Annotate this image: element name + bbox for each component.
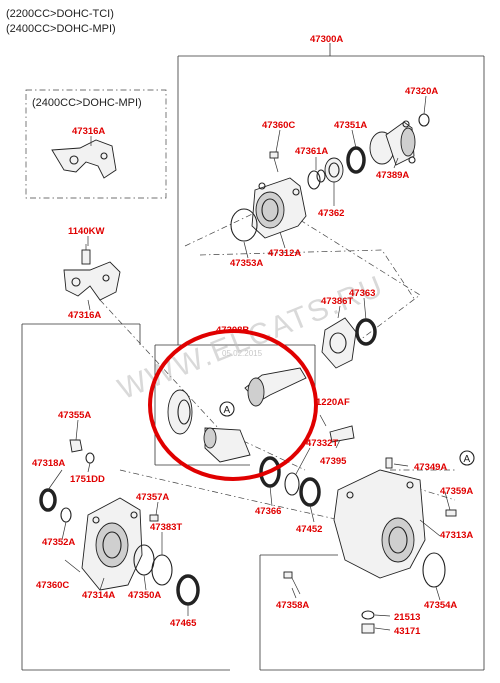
ring-gear <box>167 389 193 435</box>
cover-47386t <box>321 317 357 369</box>
subgroup-label: (2400CC>DOHC-MPI) <box>32 97 142 109</box>
label-47362[interactable]: 47362 <box>318 208 344 219</box>
label-47332t[interactable]: 47332T <box>306 438 338 449</box>
sensor-47395 <box>329 425 355 443</box>
label-47357a[interactable]: 47357A <box>136 492 169 503</box>
label-47383t[interactable]: 47383T <box>150 522 182 533</box>
label-47360c-upper[interactable]: 47360C <box>262 120 295 131</box>
bolt-47360c-lower <box>64 559 81 573</box>
label-47349a[interactable]: 47349A <box>414 462 447 473</box>
label-1140kw[interactable]: 1140KW <box>68 226 104 237</box>
plug-47355a <box>69 439 83 453</box>
label-47300a[interactable]: 47300A <box>310 34 343 45</box>
label-47312a[interactable]: 47312A <box>268 248 301 259</box>
label-1220af[interactable]: 1220AF <box>316 397 350 408</box>
label-47352a[interactable]: 47352A <box>42 537 75 548</box>
rings-47361a-47362 <box>307 157 344 190</box>
label-47361a[interactable]: 47361A <box>295 146 328 157</box>
label-47366[interactable]: 47366 <box>255 506 281 517</box>
washer-1751dd <box>85 452 95 464</box>
label-47359a[interactable]: 47359A <box>440 486 473 497</box>
o-ring-47354a <box>422 552 446 588</box>
drive-shaft-gear <box>203 427 251 463</box>
label-47395[interactable]: 47395 <box>320 456 347 467</box>
gasket-47353a <box>230 208 258 242</box>
label-47318a[interactable]: 47318A <box>32 458 65 469</box>
pin-47359a <box>445 509 457 517</box>
callout-a-2: A <box>459 450 475 466</box>
label-47465[interactable]: 47465 <box>170 618 197 629</box>
nut-47320a <box>418 113 430 127</box>
shim-47332t <box>284 472 300 496</box>
front-cover-47314a <box>81 497 143 591</box>
label-47386t[interactable]: 47386T <box>321 296 353 307</box>
svg-text:A: A <box>224 405 231 416</box>
label-21513[interactable]: 21513 <box>394 612 420 623</box>
label-47316a-upper[interactable]: 47316A <box>72 126 105 137</box>
shim-47383t <box>151 554 173 586</box>
label-47389a[interactable]: 47389A <box>376 170 409 181</box>
engine-variant-line-2: (2400CC>DOHC-MPI) <box>6 23 116 35</box>
label-43171[interactable]: 43171 <box>394 626 421 637</box>
label-47363[interactable]: 47363 <box>349 288 375 299</box>
label-47360c-lower[interactable]: 47360C <box>36 580 69 591</box>
washer-21513 <box>361 610 375 620</box>
part-labels: 47300A 47320A 47316A 47360C 47351A 47361… <box>32 34 473 637</box>
label-47452[interactable]: 47452 <box>296 524 322 535</box>
extension-housing-47312a <box>251 177 307 239</box>
seal-47318a <box>39 488 57 512</box>
flange-47389a <box>369 120 416 166</box>
seal-47351a <box>346 146 366 174</box>
front-cover-frame <box>21 323 230 671</box>
leader-lines <box>47 95 451 631</box>
callout-a-1: A <box>219 401 235 417</box>
label-1751dd[interactable]: 1751DD <box>70 474 105 485</box>
label-47358a[interactable]: 47358A <box>276 600 309 611</box>
engine-variant-line-1: (2200CC>DOHC-TCI) <box>6 8 114 20</box>
label-47313a[interactable]: 47313A <box>440 530 473 541</box>
label-47351a[interactable]: 47351A <box>334 120 367 131</box>
bolt-1220af <box>319 414 327 427</box>
seal-47352a <box>60 507 72 523</box>
plug-43171 <box>361 623 375 634</box>
pin-47357a <box>149 514 159 522</box>
bracket-47316a-lower <box>63 244 121 301</box>
main-assembly-frame <box>177 43 485 671</box>
bearing-47452 <box>299 477 321 507</box>
bracket-47316a-upper <box>51 139 117 179</box>
label-47320a[interactable]: 47320A <box>405 86 438 97</box>
highlight-circle <box>148 329 318 481</box>
label-47314a[interactable]: 47314A <box>82 590 115 601</box>
bolt-47360c-upper <box>269 151 279 173</box>
watermark-date: 05.02.2015 <box>222 349 263 358</box>
label-47354a[interactable]: 47354A <box>424 600 457 611</box>
transfer-case-47313a <box>333 469 426 579</box>
svg-text:A: A <box>464 454 471 465</box>
pinion-shaft-gear <box>244 367 307 407</box>
breather-47349a <box>385 457 393 469</box>
subgroup-dashed-box <box>25 89 167 199</box>
label-47353a[interactable]: 47353A <box>230 258 263 269</box>
label-47350a[interactable]: 47350A <box>128 590 161 601</box>
bearing-47465 <box>176 574 200 606</box>
seal-47363 <box>355 318 377 346</box>
bolt-47358a <box>283 571 301 595</box>
label-47355a[interactable]: 47355A <box>58 410 91 421</box>
label-47308b[interactable]: 47308B <box>216 325 249 336</box>
label-47316a-lower[interactable]: 47316A <box>68 310 101 321</box>
